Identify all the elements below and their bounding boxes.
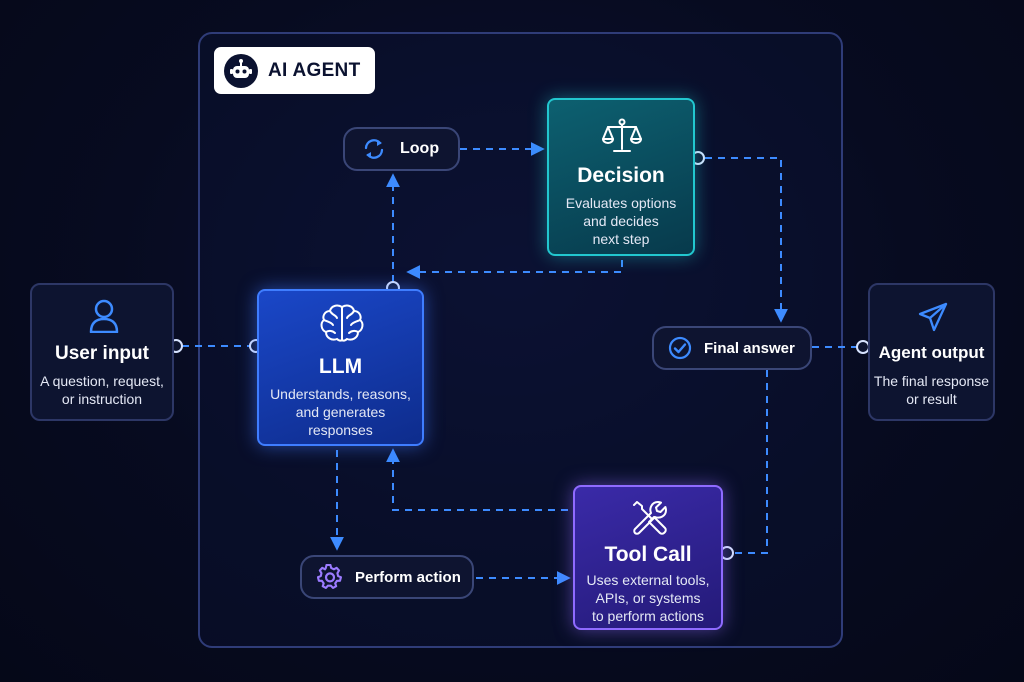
scales-icon xyxy=(602,118,642,152)
loop-label: Loop xyxy=(400,140,440,157)
decision-desc-1: Evaluates options xyxy=(565,195,677,211)
loop-pill: Loop xyxy=(343,127,460,171)
tool-call-card: Tool Call Uses external tools, APIs, or … xyxy=(573,485,723,630)
perform-action-pill: Perform action xyxy=(300,555,474,599)
user-input-desc-2: or instruction xyxy=(61,391,143,407)
check-circle-icon xyxy=(668,336,692,360)
decision-desc-3: next step xyxy=(592,231,650,247)
llm-desc-3: responses xyxy=(308,422,373,438)
wrench-screwdriver-icon xyxy=(633,501,667,535)
user-input-desc-1: A question, request, xyxy=(40,373,164,389)
refresh-icon xyxy=(364,139,384,159)
user-input-card: User input A question, request, or instr… xyxy=(30,283,174,421)
tool-call-desc-3: to perform actions xyxy=(591,608,705,624)
agent-output-desc-1: The final response xyxy=(873,373,990,389)
decision-card: Decision Evaluates options and decides n… xyxy=(547,98,695,256)
user-icon xyxy=(89,299,119,333)
agent-output-title: Agent output xyxy=(878,343,985,362)
llm-desc-1: Understands, reasons, xyxy=(270,386,411,402)
tool-call-title: Tool Call xyxy=(604,543,692,566)
agent-output-card: Agent output The final response or resul… xyxy=(868,283,995,421)
llm-title: LLM xyxy=(318,355,363,378)
final-answer-pill: Final answer xyxy=(652,326,812,370)
decision-title: Decision xyxy=(577,164,665,187)
ai-agent-title: AI AGENT xyxy=(268,59,361,81)
decision-desc-2: and decides xyxy=(583,213,659,229)
llm-card: LLM Understands, reasons, and generates … xyxy=(257,289,424,446)
perform-action-label: Perform action xyxy=(355,568,461,586)
paper-plane-icon xyxy=(918,302,948,332)
llm-desc-2: and generates xyxy=(295,404,386,420)
user-input-title: User input xyxy=(55,343,149,364)
tool-call-desc-2: APIs, or systems xyxy=(595,590,701,606)
robot-icon xyxy=(224,53,258,88)
agent-output-desc-2: or result xyxy=(906,391,957,407)
brain-icon xyxy=(320,304,364,342)
final-answer-label: Final answer xyxy=(704,339,795,357)
gear-icon xyxy=(317,564,343,590)
tool-call-desc-1: Uses external tools, xyxy=(586,572,710,588)
ai-agent-badge: AI AGENT xyxy=(214,47,375,94)
